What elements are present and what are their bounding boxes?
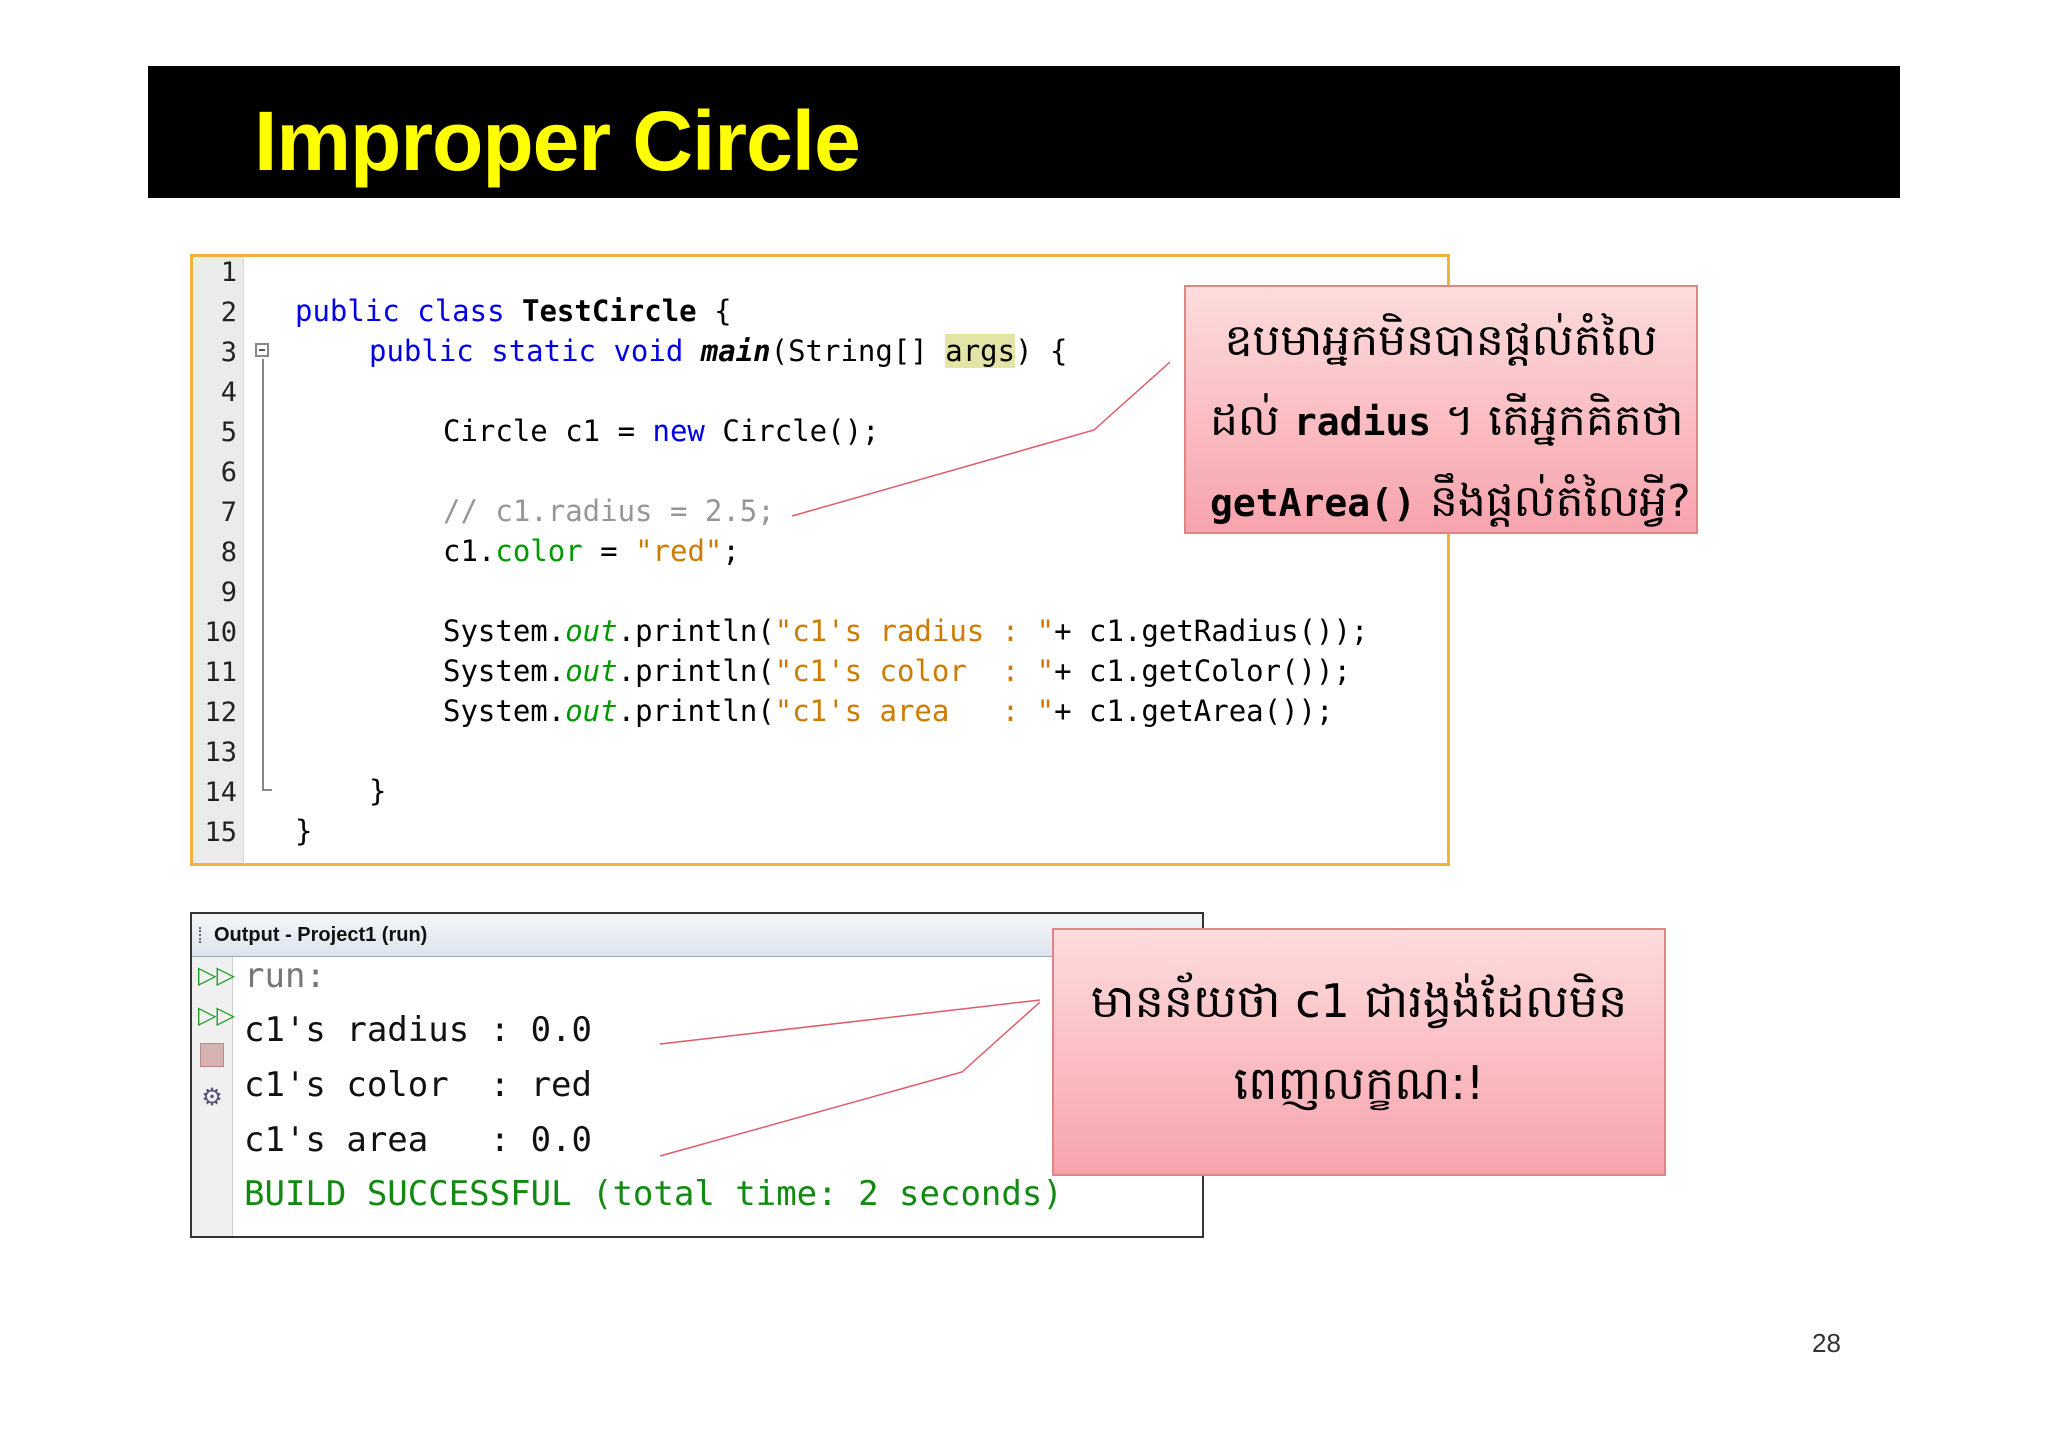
output-line-area: c1's area : 0.0: [244, 1120, 592, 1160]
code-line-15: }: [295, 814, 313, 848]
line-number: 9: [220, 577, 237, 608]
line-number: 5: [220, 417, 237, 448]
string-literal: "c1's color : ": [774, 654, 1055, 688]
code-text: .println(: [617, 614, 775, 648]
line-number: 3: [220, 337, 237, 368]
code-line-3: public static void main(String[] args) {: [369, 331, 1067, 371]
keyword: new: [652, 414, 705, 448]
code-text: + c1.getColor());: [1054, 654, 1351, 688]
code-text: ) {: [1015, 334, 1068, 368]
keyword: public: [369, 334, 474, 368]
callout-question: ឧបមាអ្នកមិនបានផ្តល់តំលៃ ដល់ radius ។ តើអ…: [1184, 285, 1698, 534]
output-line-run: run:: [244, 956, 326, 996]
string-literal: "red": [635, 534, 723, 568]
code-text: =: [582, 534, 636, 568]
class-name: TestCircle: [522, 294, 697, 328]
code-text: + c1.getArea());: [1054, 694, 1334, 728]
highlighted-arg: args: [945, 334, 1016, 368]
line-number: 2: [220, 297, 237, 328]
output-title: Output - Project1 (run): [214, 924, 428, 946]
collapse-fold-icon[interactable]: [255, 343, 269, 357]
code-line-10: System.out.println("c1's radius : "+ c1.…: [443, 611, 1368, 651]
callout-code: getArea(): [1210, 481, 1416, 525]
code-line-12: System.out.println("c1's area : "+ c1.ge…: [443, 691, 1333, 731]
code-line-14: }: [369, 774, 387, 808]
code-editor-panel: 1 2 3 4 5 6 7 8 9 10 11 12 13 14 15 publ…: [190, 254, 1450, 866]
settings-icon[interactable]: ⚙: [201, 1083, 223, 1111]
pointer-line-comment: [791, 361, 1171, 517]
callout-explanation-line-1: មានន័យថា c1 ជារង្វង់ដែលមិន: [1090, 974, 1628, 1028]
code-line-5: Circle c1 = new Circle();: [443, 411, 880, 451]
output-line-color: c1's color : red: [244, 1065, 592, 1105]
code-text: System.: [443, 614, 566, 648]
string-literal: "c1's radius : ": [774, 614, 1055, 648]
code-text: c1.: [443, 534, 496, 568]
line-number: 7: [220, 497, 237, 528]
keyword: static: [491, 334, 596, 368]
code-text: (String[]: [770, 334, 946, 368]
line-number: 6: [220, 457, 237, 488]
line-number: 12: [204, 697, 237, 728]
code-line-7-comment: // c1.radius = 2.5;: [443, 494, 775, 528]
output-line-build: BUILD SUCCESSFUL (total time: 2 seconds): [244, 1174, 1063, 1214]
callout-explanation: មានន័យថា c1 ជារង្វង់ដែលមិន ពេញលក្ខណ:!: [1052, 928, 1666, 1176]
line-number: 14: [204, 777, 237, 808]
code-text: System.: [443, 654, 566, 688]
code-text: .println(: [617, 694, 775, 728]
callout-question-line-3: getArea() នឹងផ្តល់តំលៃអ្វី?: [1210, 462, 1691, 543]
line-number: 4: [220, 377, 237, 408]
callout-question-line-2: ដល់ radius ។ តើអ្នកគិតថា: [1210, 381, 1684, 462]
keyword: public: [295, 294, 400, 328]
slide-title: Improper Circle: [254, 94, 861, 188]
page-number: 28: [1812, 1328, 1841, 1358]
method-name: main: [700, 334, 771, 368]
pointer-line-area: [659, 1001, 1041, 1157]
output-window: Output - Project1 (run) ▷▷ ▷▷ ⚙ run: c1'…: [190, 912, 1204, 1238]
callout-question-line-1: ឧបមាអ្នកមិនបានផ្តល់តំលៃ: [1224, 315, 1658, 366]
line-number: 15: [204, 817, 237, 848]
field-name: out: [565, 654, 618, 688]
callout-text: នឹងផ្តល់តំលៃអ្វី?: [1415, 476, 1691, 527]
code-text: ;: [722, 534, 740, 568]
output-header[interactable]: Output - Project1 (run): [192, 914, 1202, 957]
line-number: 1: [220, 257, 237, 288]
field-name: out: [565, 694, 618, 728]
code-line-8: c1.color = "red";: [443, 531, 740, 571]
string-literal: "c1's area : ": [774, 694, 1055, 728]
keyword: class: [417, 294, 505, 328]
pointer-line-radius: [659, 999, 1041, 1045]
field-name: color: [495, 534, 583, 568]
output-line-radius: c1's radius : 0.0: [244, 1010, 592, 1050]
field-name: out: [565, 614, 618, 648]
fold-guide-end: [262, 789, 272, 791]
output-toolbar: ▷▷ ▷▷ ⚙: [192, 957, 235, 1236]
line-number: 11: [204, 657, 237, 688]
stop-icon[interactable]: [198, 1043, 226, 1071]
line-number: 13: [204, 737, 237, 768]
code-text: + c1.getRadius());: [1054, 614, 1369, 648]
callout-text: ដល់: [1210, 395, 1294, 446]
fold-guide: [262, 359, 264, 791]
code-text: {: [696, 294, 732, 328]
code-text: Circle();: [704, 414, 880, 448]
code-text: System.: [443, 694, 566, 728]
code-line-2: public class TestCircle {: [295, 291, 732, 331]
fold-column: [244, 257, 272, 863]
line-number-gutter: 1 2 3 4 5 6 7 8 9 10 11 12 13 14 15: [193, 257, 244, 863]
callout-text: ។ តើអ្នកគិតថា: [1431, 395, 1684, 446]
drag-grip-icon[interactable]: [199, 927, 204, 943]
code-line-11: System.out.println("c1's color : "+ c1.g…: [443, 651, 1351, 691]
line-number: 10: [204, 617, 237, 648]
keyword: void: [613, 334, 684, 368]
title-bar: Improper Circle: [148, 66, 1900, 198]
callout-code: radius: [1293, 400, 1432, 444]
line-number: 8: [220, 537, 237, 568]
callout-explanation-line-2: ពេញលក្ខណ:!: [1233, 1056, 1485, 1110]
code-text: Circle c1 =: [443, 414, 653, 448]
code-text: .println(: [617, 654, 775, 688]
